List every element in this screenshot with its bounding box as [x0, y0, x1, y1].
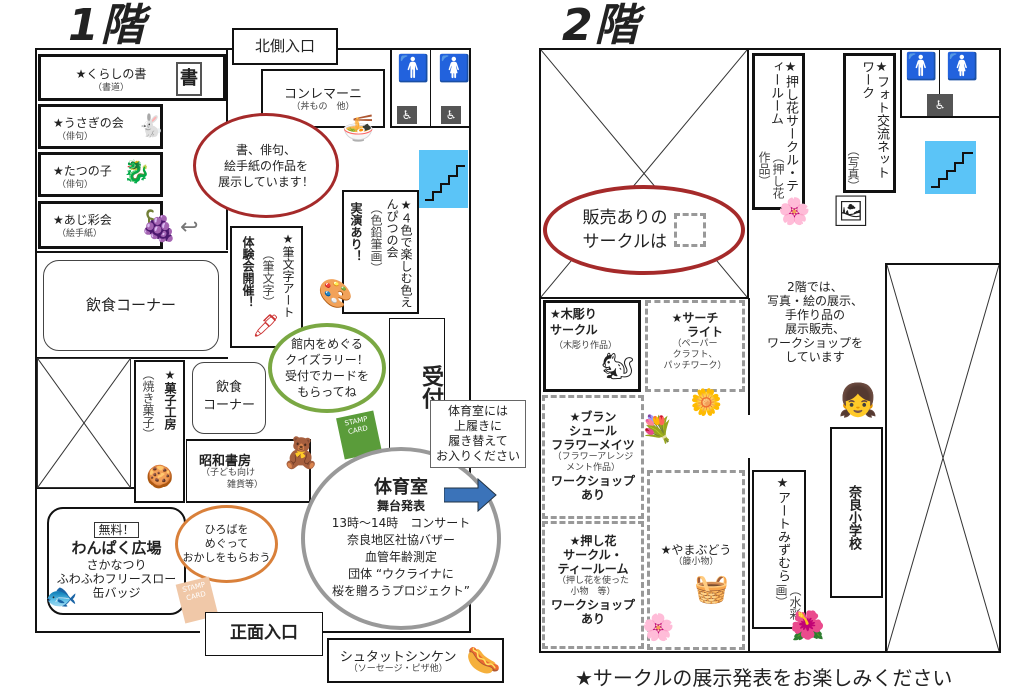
teddy-bear-icon: 🧸: [282, 436, 320, 471]
arrow-right-icon: [444, 478, 497, 512]
pansy-icon: 🌸: [778, 197, 811, 227]
booth-blanche: ★ブラン シュール フラワーメイツ （フラワーアレンジ メント作品） ワークショ…: [542, 395, 644, 519]
speech-bubble-plaza: ひろばをめぐっておかしをもらおう: [175, 505, 278, 583]
speech-bubble-sale: 販売ありのサークルは: [543, 185, 745, 275]
booth-oshibana-bottom: ★押し花 サークル・ ティールーム （押し花を使った 小物 等） ワークショップ…: [542, 521, 644, 649]
floor2-title: 2階: [562, 0, 641, 51]
north-entrance: 北側入口: [232, 28, 338, 65]
stairs-icon: [419, 150, 468, 208]
gym-room[interactable]: 体育室 舞台発表 13時～14時 コンサート 奈良地区社協バザー 血管年齢測定 …: [301, 447, 501, 630]
bowl-icon: 🍜: [342, 114, 375, 144]
calligraphy-icon: 書: [176, 62, 202, 96]
photos-icon: 🖼: [832, 194, 871, 229]
pansy-icon: 🌸: [642, 613, 675, 643]
dashed-box-legend: [673, 213, 706, 247]
flower-basket-icon: 💐: [641, 415, 674, 445]
booth-conre: コンレマーニ （丼もの 他）: [261, 69, 385, 128]
easel-icon: 🎨: [318, 277, 353, 310]
male-restroom-icon: 🚹: [905, 52, 938, 82]
wheelchair-icon: ♿: [927, 94, 953, 116]
squirrel-icon: 🐿: [601, 352, 635, 382]
speech-bubble-quiz: 館内をめぐるクイズラリー！受付でカードをもらってね: [268, 323, 386, 413]
fish-icon: 🐟: [45, 582, 78, 612]
booth-showa: 昭和書房 （子ども向け 雑貨等）: [186, 439, 311, 503]
food-corner-1: 飲食コーナー: [43, 260, 219, 351]
food-corner-2: 飲食コーナー: [192, 362, 266, 434]
dragon-icon: 🐉: [123, 160, 151, 185]
fruit-basket-icon: 🍇: [140, 209, 178, 244]
wheelchair-icon: ♿: [441, 106, 461, 124]
floor1-title: 1階: [68, 0, 147, 51]
footer-caption: ★サークルの展示発表をお楽しみください: [575, 666, 953, 690]
sausage-icon: 🌭: [466, 644, 501, 677]
booth-yamabudo: ★やまぶどう （籐小物） 🧺: [647, 470, 745, 650]
gerbera-flower-icon: 🌼: [690, 388, 723, 418]
wanpaku-plaza: 無料！ わんぱく広場 さかなつり ふわふわフリースロー 缶バッジ: [47, 507, 186, 615]
booth-art: ★アートみずむら （水彩画）: [752, 470, 806, 629]
female-restroom-icon: 🚺: [438, 54, 471, 84]
brush-pen-icon: 🖊: [252, 314, 280, 339]
booth-photo: ★フォト交流ネットワーク （写真）: [843, 53, 896, 193]
arrow-icon: ↩: [180, 215, 199, 240]
booth-yonshoku: ★４色で楽しむ色えんぴつの会 （色鉛筆画） 実演あり！: [342, 190, 419, 314]
rabbit-icon: 🐇: [137, 114, 165, 139]
booth-usagi: ★うさぎの会 （俳句） 🐇: [38, 104, 165, 149]
closed-area: [885, 263, 1001, 653]
male-restroom-icon: 🚹: [397, 54, 430, 84]
booth-ajisai: ★あじ彩会 （絵手紙）: [38, 201, 163, 249]
gym-note: 体育室には上履きに履き替えてお入りください: [430, 400, 526, 468]
booth-kashi: ★菓子工房 （焼き菓子） 🍪: [134, 360, 185, 503]
magnolia-icon: 🌺: [790, 609, 825, 642]
booth-fude: ★筆文字アート （筆文字） 体験会開催！: [230, 226, 303, 348]
girl-icon: 👧: [838, 381, 878, 419]
closed-area: [37, 358, 131, 488]
fruit-basket-icon: 🧺: [694, 572, 729, 605]
booth-stadt: シュタットシンケン （ソーセージ・ピザ他）: [327, 638, 504, 683]
booth-oshibana-top: ★押し花サークル・ティールーム （押し花作品）: [752, 53, 805, 210]
female-restroom-icon: 🚺: [946, 52, 979, 82]
floor2-info: 2階では、写真・絵の展示、手作り品の展示販売、ワークショップをしています: [766, 280, 863, 364]
front-entrance: 正面入口: [205, 612, 323, 656]
booth-kurashi: ★くらしの書 （書道） 書: [38, 54, 226, 101]
restroom-2f: [900, 48, 1001, 118]
booth-search: ★サーチ ライト （ペーパー クラフト、 パッチワーク）: [645, 300, 745, 392]
booth-tatsu: ★たつの子 （俳句） 🐉: [38, 152, 163, 197]
cookie-icon: 🍪: [146, 465, 174, 490]
stairs-icon: [925, 141, 976, 194]
nara-elementary: 奈良小学校: [830, 427, 883, 598]
speech-bubble-exhibits: 書、俳句、絵手紙の作品を展示しています！: [193, 113, 339, 218]
wheelchair-icon: ♿: [397, 106, 417, 124]
booth-kibori: ★木彫り サークル （木彫り作品） 🐿: [543, 300, 641, 392]
